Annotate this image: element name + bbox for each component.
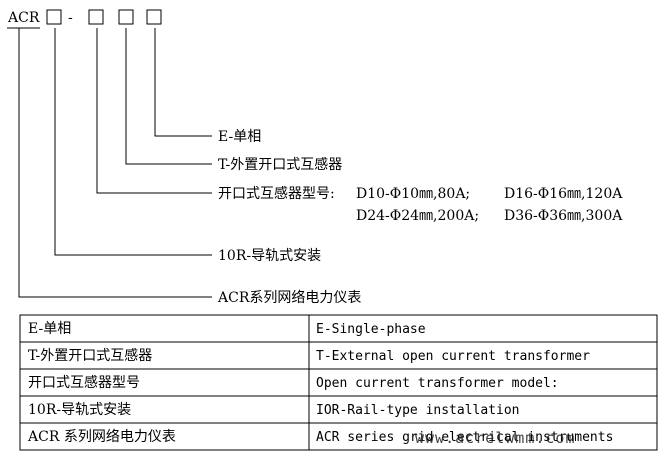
connector-box-4 bbox=[154, 28, 212, 137]
code-box-3 bbox=[118, 9, 134, 25]
table-cell-en: ACR series grid electrical instruments bbox=[316, 430, 613, 445]
model-prefix: ACR bbox=[7, 10, 40, 26]
table-cell-cn: 10R-导轨式安装 bbox=[28, 402, 131, 418]
spec-d24: D24-Φ24㎜,200A; bbox=[356, 208, 479, 224]
table-cell-cn: T-外置开口式互感器 bbox=[28, 347, 152, 364]
callout-acr-series: ACR系列网络电力仪表 bbox=[217, 290, 361, 306]
callout-t-external-transformer: T-外置开口式互感器 bbox=[218, 156, 342, 173]
table-cell-en: T-External open current transformer bbox=[316, 349, 590, 364]
watermark-url: www.acrelwmm.com bbox=[415, 429, 576, 447]
table-border bbox=[19, 314, 658, 451]
connector-box-2 bbox=[96, 28, 212, 194]
spec-d10: D10-Φ10㎜,80A; bbox=[356, 186, 470, 202]
table-cell-cn: ACR 系列网络电力仪表 bbox=[27, 429, 176, 445]
spec-d36: D36-Φ36㎜,300A bbox=[504, 208, 623, 224]
table-cell-cn: E-单相 bbox=[28, 321, 71, 337]
connector-box-1 bbox=[54, 28, 212, 256]
callout-e-single-phase: E-单相 bbox=[218, 129, 261, 145]
translation-table: E-单相 E-Single-phase T-外置开口式互感器 T-Externa… bbox=[19, 314, 658, 451]
table-cell-en: Open current transformer model: bbox=[316, 376, 559, 391]
code-box-4 bbox=[146, 9, 162, 25]
code-box-2 bbox=[88, 9, 104, 25]
connector-prefix bbox=[18, 28, 212, 298]
spec-d16: D16-Φ16㎜,120A bbox=[504, 186, 623, 202]
table-cell-en: E-Single-phase bbox=[316, 322, 426, 337]
table-cell-en: IOR-Rail-type installation bbox=[316, 403, 520, 418]
callout-transformer-model: 开口式互感器型号: bbox=[218, 185, 335, 202]
connector-lines bbox=[18, 28, 212, 298]
connector-box-3 bbox=[125, 28, 212, 165]
code-box-1 bbox=[46, 9, 62, 25]
table-cell-cn: 开口式互感器型号 bbox=[28, 374, 140, 391]
code-separator: - bbox=[68, 10, 73, 26]
callout-10r-rail-install: 10R-导轨式安装 bbox=[218, 248, 321, 264]
